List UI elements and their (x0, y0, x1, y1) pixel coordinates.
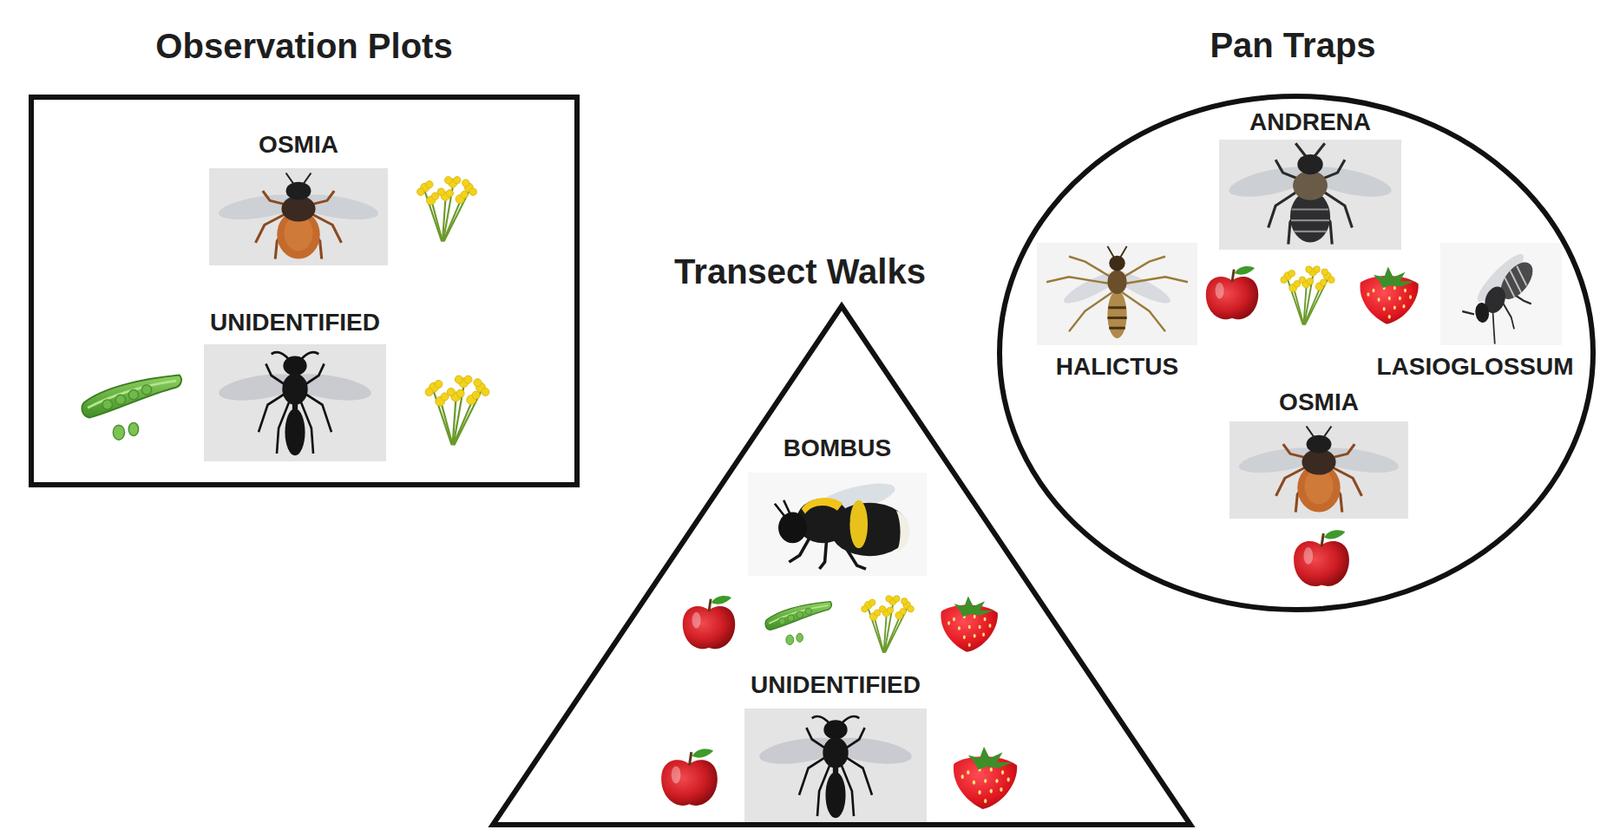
sampling-method-region: Transect WalksBOMBUSUNIDENTIFIED (489, 302, 1194, 829)
lasioglossum-photo (1440, 242, 1562, 358)
label-slot: HALICTUS (1036, 352, 1198, 382)
heading-slot: Pan Traps (1209, 24, 1376, 66)
andrena-photo (1219, 139, 1402, 250)
unidentified-bee-photo (203, 344, 387, 462)
label-slot: OSMIA (1229, 387, 1409, 418)
pea-icon (765, 602, 832, 646)
bee-genus-entry: UNIDENTIFIED (737, 670, 934, 825)
bee-genus-entry: BOMBUS (744, 433, 931, 577)
rapeseed-icon (1280, 266, 1335, 326)
shape-outline (489, 302, 1194, 829)
genus-label: OSMIA (258, 130, 339, 160)
label-slot: ANDRENA (1219, 107, 1402, 138)
apple-icon (1206, 266, 1259, 320)
pea-icon (81, 375, 182, 441)
label-slot: UNIDENTIFIED (737, 670, 934, 701)
rapeseed-icon (425, 375, 490, 446)
genus-label: OSMIA (1278, 387, 1359, 418)
label-slot: OSMIA (209, 130, 388, 160)
strawberry-icon (953, 747, 1017, 810)
bee-genus-entry: LASIOGLOSSUM (1372, 242, 1578, 382)
halictus-photo (1036, 242, 1198, 346)
genus-label: ANDRENA (1249, 107, 1371, 138)
label-slot: UNIDENTIFIED (195, 308, 395, 338)
label-slot: LASIOGLOSSUM (1372, 352, 1578, 382)
sampling-method-region: Pan TrapsANDRENAHALICTUSLASIOGLOSSUMOSMI… (996, 93, 1596, 613)
method-heading: Transect Walks (674, 250, 926, 293)
bee-genus-entry: ANDRENA (1219, 107, 1402, 250)
bee-genus-entry: OSMIA (1229, 387, 1409, 519)
unidentified-bee-photo (744, 708, 927, 825)
osmia-photo (1229, 421, 1409, 519)
genus-label: UNIDENTIFIED (750, 670, 921, 701)
label-slot: BOMBUS (744, 433, 931, 464)
apple-icon (682, 596, 735, 650)
osmia-photo (209, 168, 388, 266)
transect-triangle (492, 306, 1191, 826)
heading-slot: Transect Walks (674, 250, 926, 293)
genus-label: UNIDENTIFIED (209, 308, 381, 338)
apple-icon (661, 748, 718, 806)
genus-label: LASIOGLOSSUM (1376, 352, 1574, 382)
rapeseed-icon (861, 596, 915, 654)
method-heading: Observation Plots (155, 25, 453, 67)
genus-label: BOMBUS (783, 433, 892, 464)
bombus-photo (747, 472, 927, 577)
method-heading: Pan Traps (1209, 24, 1376, 66)
plot-rectangle (31, 97, 578, 486)
genus-label: HALICTUS (1055, 352, 1180, 382)
bee-genus-entry: HALICTUS (1036, 242, 1198, 382)
strawberry-icon (940, 596, 998, 652)
apple-icon (1293, 530, 1350, 587)
bee-genus-entry: UNIDENTIFIED (195, 308, 395, 462)
sampling-method-region: Observation PlotsOSMIAUNIDENTIFIED (28, 94, 580, 488)
strawberry-icon (1359, 267, 1418, 325)
pan-trap-circle (999, 96, 1594, 610)
bee-genus-entry: OSMIA (209, 130, 388, 266)
heading-slot: Observation Plots (155, 25, 453, 67)
rapeseed-icon (417, 177, 478, 243)
